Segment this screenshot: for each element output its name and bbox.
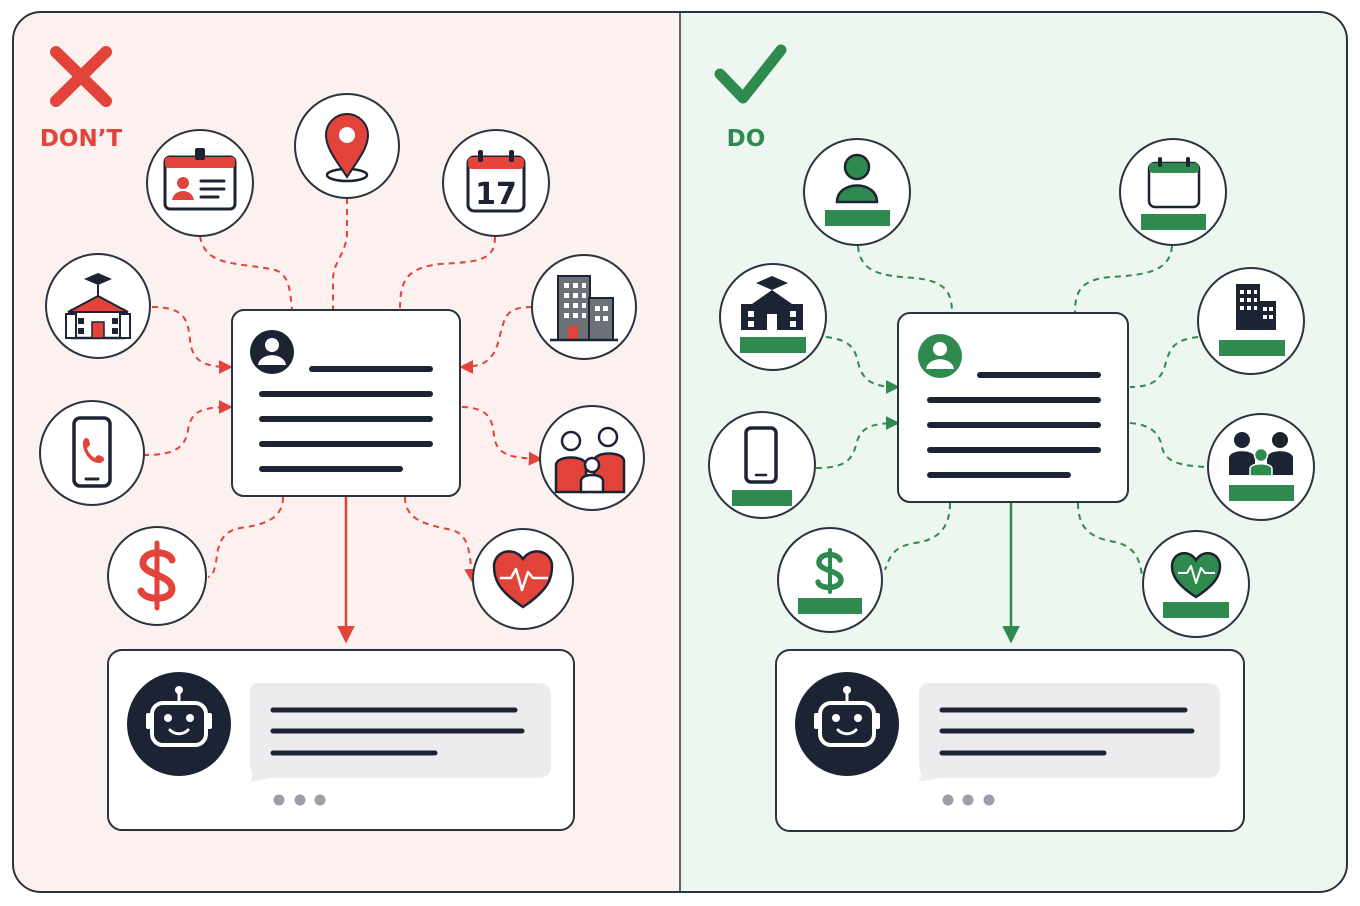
calendar-day-number: 17 <box>475 177 517 212</box>
do-chatbot-card <box>775 649 1245 832</box>
check-icon <box>714 44 787 104</box>
robot-icon <box>127 672 231 776</box>
connector-building <box>459 306 533 374</box>
dollar-icon <box>107 526 207 626</box>
redaction-bar <box>1163 602 1229 618</box>
connector-person <box>857 245 953 314</box>
profile-text-lines <box>259 366 433 472</box>
connector-heart <box>404 496 479 583</box>
connector-location <box>332 198 348 310</box>
redaction-bar <box>1141 214 1206 230</box>
school-icon <box>45 253 151 359</box>
phone-icon <box>39 400 145 506</box>
redaction-bar <box>825 210 890 226</box>
cross-icon <box>50 46 112 107</box>
typing-indicator <box>942 794 995 806</box>
person-icon <box>803 138 911 246</box>
connector-building <box>1129 336 1199 388</box>
robot-icon <box>795 672 899 776</box>
id-card-icon <box>146 129 254 237</box>
profile-text-lines <box>927 372 1101 478</box>
dont-title: DON’T <box>40 126 123 152</box>
dont-profile-card <box>231 309 461 497</box>
redaction-bar <box>740 337 806 353</box>
family-icon <box>1207 413 1315 521</box>
reply-bubble <box>918 683 1220 782</box>
connector-heart <box>1077 502 1143 577</box>
redaction-bar <box>1219 340 1285 356</box>
connector-dollar <box>207 496 284 578</box>
phone-icon <box>708 411 816 519</box>
redaction-bar <box>798 598 862 614</box>
heart-pulse-icon <box>472 528 574 630</box>
connector-phone <box>142 400 233 456</box>
school-icon <box>719 263 827 371</box>
calendar-icon <box>1119 138 1227 246</box>
building-icon <box>1197 267 1305 375</box>
redaction-bar <box>732 490 792 506</box>
connector-calendar <box>399 236 496 311</box>
avatar-icon <box>918 334 962 378</box>
reply-bubble <box>250 683 551 782</box>
heart-pulse-icon <box>1142 530 1250 638</box>
building-icon <box>531 254 637 360</box>
connector-family <box>461 406 543 466</box>
typing-indicator <box>273 794 326 806</box>
connector-dollar <box>884 502 951 571</box>
do-connectors <box>815 245 1209 577</box>
dollar-icon <box>777 527 883 633</box>
connector-school <box>151 306 233 374</box>
dont-connectors <box>142 198 543 583</box>
connector-school <box>825 336 900 394</box>
calendar-icon: 17 <box>442 129 550 237</box>
family-icon <box>539 405 645 511</box>
do-profile-card <box>897 312 1129 503</box>
redaction-bar <box>1229 485 1294 501</box>
location-pin-icon <box>294 93 400 199</box>
dont-chatbot-card <box>107 649 575 831</box>
do-title: DO <box>727 126 766 152</box>
do-panel: DO <box>708 44 1315 832</box>
avatar-icon <box>250 330 294 374</box>
dont-panel: DON’T <box>39 46 645 831</box>
